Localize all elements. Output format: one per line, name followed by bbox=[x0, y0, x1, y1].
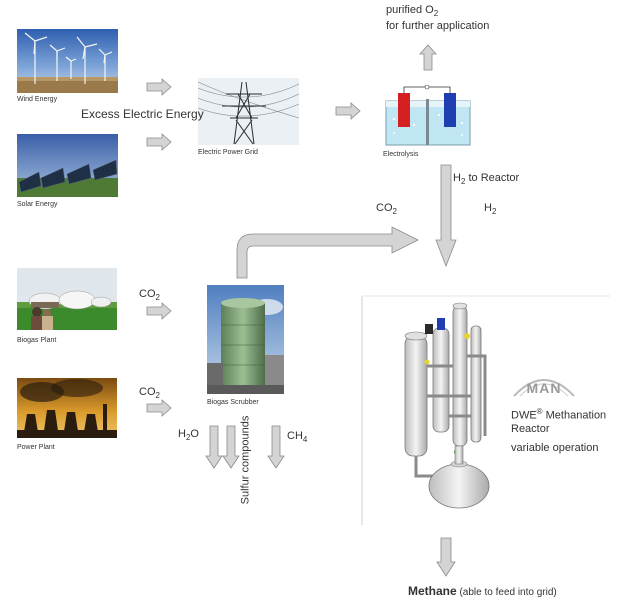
excess-energy-label: Excess Electric Energy bbox=[81, 107, 204, 121]
co2-top-label: CO2 bbox=[376, 202, 397, 217]
arrow-methane-down bbox=[436, 537, 456, 577]
arrow-biogas-to-scrubber bbox=[146, 302, 172, 320]
h2-right-label: H2 bbox=[484, 202, 497, 217]
arrow-h2o-down bbox=[205, 425, 223, 469]
variable-operation-text: variable operation bbox=[511, 441, 599, 454]
arrow-ch4-down bbox=[267, 425, 285, 469]
arrow-grid-to-electrolysis bbox=[335, 102, 361, 120]
arrow-solar-to-grid bbox=[146, 133, 172, 151]
methanation-reactor-image bbox=[395, 296, 499, 518]
power-grid-caption: Electric Power Grid bbox=[198, 149, 258, 156]
power-grid-image bbox=[198, 78, 299, 145]
co2-power-label: CO2 bbox=[139, 386, 160, 401]
arrow-sulfur-down-1 bbox=[222, 425, 240, 469]
man-logo: MAN bbox=[512, 370, 576, 400]
h2-to-reactor-label: H2 to Reactor bbox=[453, 172, 520, 187]
arrow-o2-up bbox=[419, 44, 437, 71]
biogas-scrubber-caption: Biogas Scrubber bbox=[207, 399, 259, 406]
methane-label: Methane (able to feed into grid) bbox=[408, 584, 557, 598]
h2o-label: H2O bbox=[178, 428, 199, 443]
reactor-description: DWE® Methanation Reactor variable operat… bbox=[511, 407, 607, 454]
electrolysis-caption: Electrolysis bbox=[383, 151, 419, 158]
man-logo-text: MAN bbox=[526, 380, 562, 396]
arrow-wind-to-grid bbox=[146, 78, 172, 96]
wind-energy-image bbox=[17, 29, 118, 93]
purified-o2-label: purified O2 for further application bbox=[386, 4, 490, 33]
ch4-label: CH4 bbox=[287, 430, 308, 445]
co2-biogas-label: CO2 bbox=[139, 288, 160, 303]
biogas-scrubber-image bbox=[207, 285, 284, 394]
solar-energy-caption: Solar Energy bbox=[17, 201, 58, 208]
electrolysis-image bbox=[383, 85, 473, 147]
biogas-plant-image bbox=[17, 268, 117, 330]
arrow-scrubber-to-reactor bbox=[236, 226, 419, 279]
arrow-power-to-scrubber bbox=[146, 399, 172, 417]
biogas-plant-caption: Biogas Plant bbox=[17, 337, 57, 344]
arrow-h2-down bbox=[435, 164, 457, 268]
power-plant-caption: Power Plant bbox=[17, 444, 55, 451]
wind-energy-caption: Wind Energy bbox=[17, 96, 58, 103]
solar-energy-image bbox=[17, 134, 118, 197]
power-plant-image bbox=[17, 378, 117, 438]
